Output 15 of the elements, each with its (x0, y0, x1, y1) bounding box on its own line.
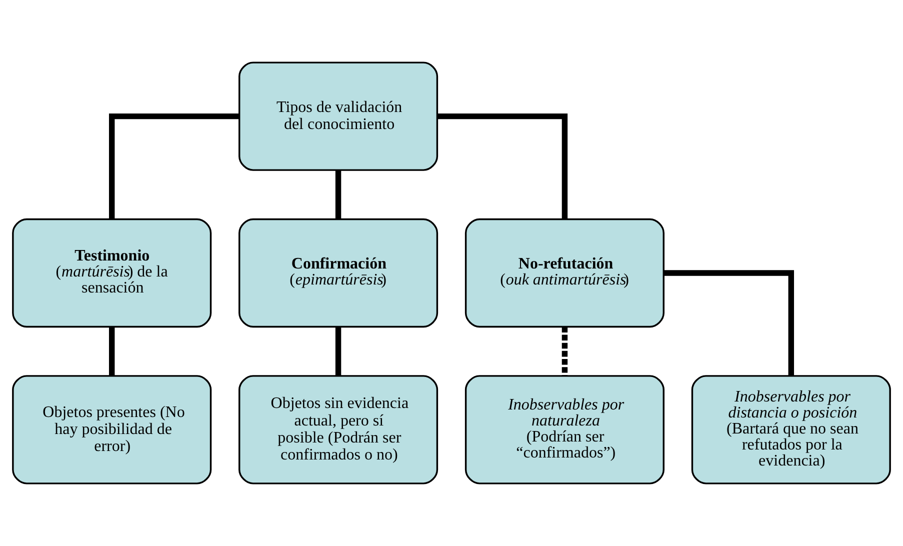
node-box: Testimonio (martúrēsis) de la sensación (12, 218, 212, 328)
connector (108, 326, 115, 376)
connector (664, 270, 794, 376)
connector (335, 170, 342, 219)
connector (335, 326, 342, 376)
node-box: Tipos de validación del conocimiento (238, 62, 438, 171)
node-box: Confirmación (epimartúrēsis) (238, 218, 438, 328)
node-box: Objetos sin evidencia actual, pero sí posible (Podrán ser confirmados o no) (238, 375, 438, 484)
connector (108, 113, 240, 220)
connector (437, 113, 568, 220)
node-box: Objetos presentes (No hay posibilidad de error) (12, 375, 212, 484)
node-box: Inobservables por distancia o posición (Bartará que no sean refutados por la evidencia) (691, 375, 891, 484)
connector (562, 326, 568, 376)
node-box: Inobservables por naturaleza (Podrían ser “confirmados”) (464, 375, 664, 484)
node-box: No-refutación (ouk antimartúrēsis) (464, 218, 664, 328)
